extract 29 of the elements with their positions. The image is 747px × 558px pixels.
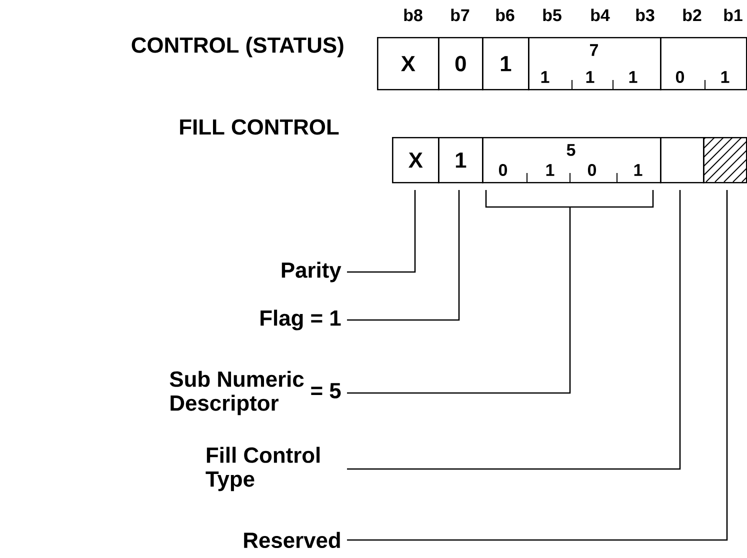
field-label: Reserved — [244, 532, 340, 548]
bit-cell: X — [377, 37, 440, 90]
field-label: Flag = 1 — [260, 310, 341, 330]
bit-header: b5 — [543, 8, 562, 22]
bit-field: 0 1 — [660, 37, 747, 90]
bit-header: b8 — [404, 8, 422, 22]
bit-header: b6 — [496, 8, 514, 22]
bit-cell: 1 — [482, 37, 530, 90]
bit-header: b4 — [591, 8, 610, 22]
bit-cell: 0 — [438, 37, 484, 90]
bit-header: b3 — [636, 8, 654, 22]
field-label: Parity — [282, 262, 342, 282]
leader-line — [347, 190, 460, 321]
leader-line — [347, 190, 728, 541]
leader-line — [347, 190, 416, 273]
bit-header: b2 — [683, 8, 702, 22]
bit-header: b1 — [724, 8, 742, 22]
bracket-leader-line — [346, 189, 654, 394]
field-label: Fill Control Type — [206, 446, 320, 492]
leader-line — [347, 190, 681, 470]
bit-field: 7 1 1 1 — [528, 37, 662, 90]
hatched-cell — [703, 137, 747, 184]
bit-cell: X — [392, 137, 440, 184]
row-label: CONTROL (STATUS) — [132, 36, 344, 58]
bit-header: b7 — [451, 8, 470, 22]
field-label: Sub Numeric Descriptor = 5 — [170, 370, 341, 416]
bit-cell: 1 — [438, 137, 484, 184]
row-label: FILL CONTROL — [180, 119, 339, 135]
bit-field: 5 0 1 0 1 — [482, 137, 662, 184]
